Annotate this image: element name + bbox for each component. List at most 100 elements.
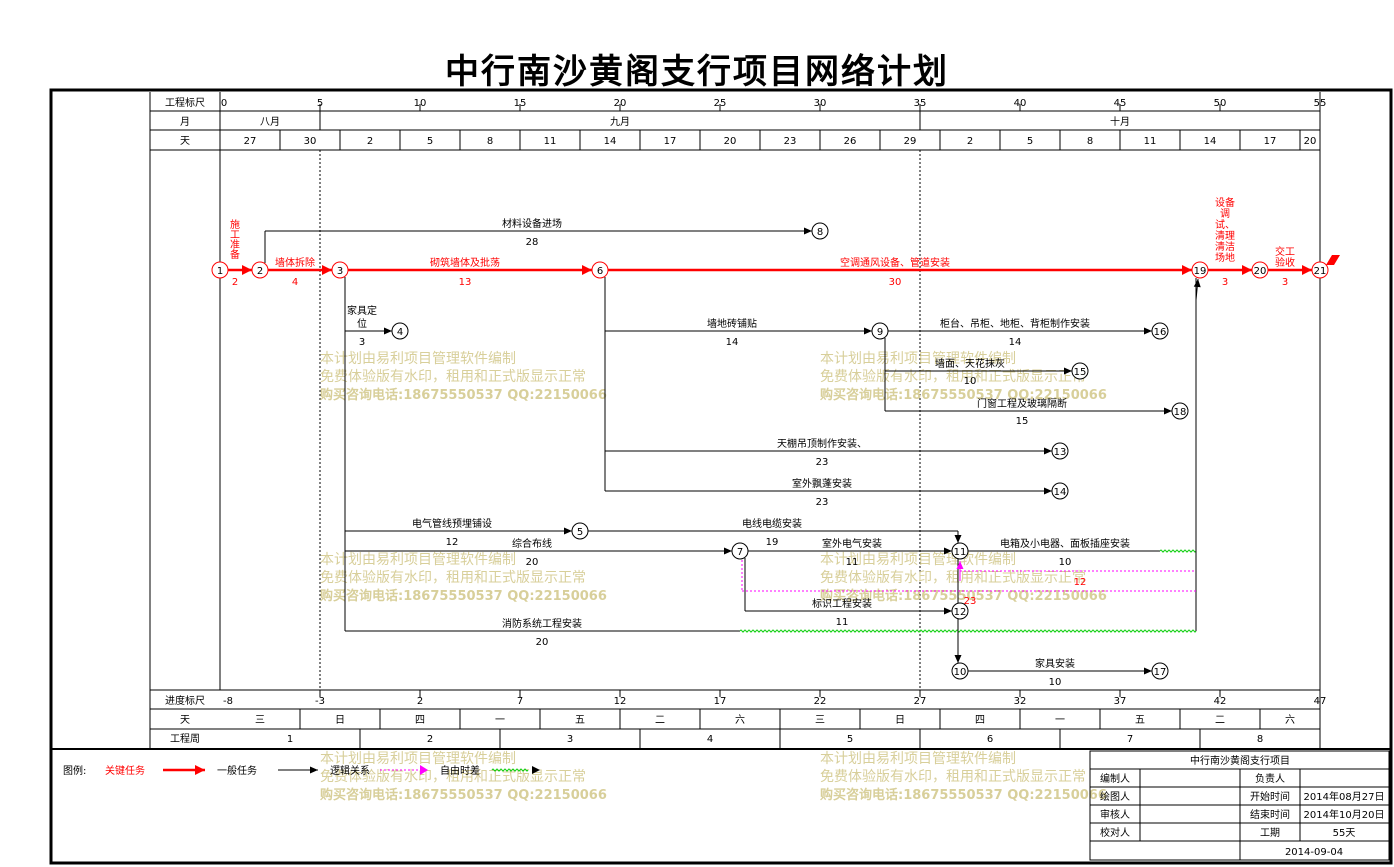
- weekday-cell: 日: [895, 715, 905, 726]
- progress-tick: 47: [1314, 696, 1327, 707]
- node-number: 19: [1194, 266, 1207, 277]
- weekday-cell: 日: [335, 715, 345, 726]
- scale-tick: 15: [514, 98, 527, 109]
- watermark-line: 购买咨询电话:18675550537 QQ:22150066: [320, 387, 607, 403]
- scale-tick: 25: [714, 98, 727, 109]
- node-9: 9: [871, 322, 889, 340]
- watermark-line: 购买咨询电话:18675550537 QQ:22150066: [320, 588, 607, 604]
- start-value: 2014年08月27日: [1304, 790, 1385, 803]
- month-cell: 八月: [260, 116, 280, 128]
- progress-tick: 17: [714, 696, 727, 707]
- node-circle: [951, 662, 969, 680]
- node-circle: [1051, 442, 1069, 460]
- node-circle: [731, 542, 749, 560]
- task-label: 位: [357, 317, 367, 330]
- task-duration: 28: [526, 237, 539, 248]
- end-value: 2014年10月20日: [1304, 808, 1385, 821]
- watermark-line: 购买咨询电话:18675550537 QQ:22150066: [820, 588, 1107, 604]
- task-duration: 11: [846, 557, 859, 568]
- node-18: 18: [1171, 402, 1189, 420]
- node-circle: [1071, 362, 1089, 380]
- normal-task-arrow-head: [1144, 667, 1152, 675]
- progress-tick: 27: [914, 696, 927, 707]
- free-float-wave: [739, 629, 1197, 633]
- task-duration: 11: [836, 617, 849, 628]
- day-cell: 2: [967, 136, 973, 147]
- progress-tick: 42: [1214, 696, 1227, 707]
- scale-tick: 30: [814, 98, 827, 109]
- node-number: 17: [1154, 667, 1167, 678]
- legend-critical-label: 关键任务: [105, 764, 145, 777]
- checker-label: 校对人: [1100, 826, 1130, 839]
- node-16: 16: [1151, 322, 1169, 340]
- node-number: 7: [737, 547, 743, 558]
- drawer-label: 绘图人: [1100, 790, 1130, 803]
- task-duration: 12: [446, 537, 459, 548]
- watermark-line: 本计划由易利项目管理软件编制: [820, 552, 1016, 568]
- legend-free-label: 自由时差: [440, 764, 480, 777]
- task-label-critical-line: 设备: [1215, 196, 1235, 209]
- weekday-cell: 四: [975, 715, 985, 726]
- scale-tick: 20: [614, 98, 627, 109]
- task-label: 室外飘蓬安装: [792, 477, 852, 490]
- watermark-line: 免费体验版有水印，租用和正式版显示正常: [820, 369, 1086, 385]
- weekday-cell: 三: [815, 715, 825, 726]
- node-circle: [811, 222, 829, 240]
- day-cell: 30: [304, 136, 317, 147]
- task-label-critical-line: 验收: [1275, 256, 1295, 269]
- legend-label: 图例:: [63, 764, 86, 777]
- weekday-cell: 一: [495, 715, 505, 726]
- day-cell: 8: [1087, 136, 1093, 147]
- end-flag: [1326, 255, 1340, 265]
- task-duration: 19: [766, 537, 779, 548]
- progress-tick: 37: [1114, 696, 1127, 707]
- progress-tick: 7: [517, 696, 523, 707]
- scale-tick: 0: [221, 98, 227, 109]
- task-label: 墙地砖铺贴: [707, 317, 757, 330]
- day-cell: 5: [427, 136, 433, 147]
- dummy-arrow-head: [956, 561, 964, 569]
- normal-task-arrow-head: [724, 547, 732, 555]
- task-label-critical-char: 准: [230, 239, 240, 251]
- progress-tick: -3: [315, 696, 325, 707]
- weekday-cell: 五: [1135, 715, 1145, 726]
- week-cell: 4: [707, 734, 713, 745]
- node-number: 3: [337, 266, 343, 277]
- free-float-wave: [1159, 549, 1197, 553]
- duration-value: 55天: [1333, 828, 1356, 839]
- task-label-critical: 墙体拆除: [275, 256, 315, 269]
- node-8: 8: [811, 222, 829, 240]
- task-label-critical-char: 备: [230, 248, 240, 261]
- node-circle: [1251, 261, 1269, 279]
- week-label: 工程周: [170, 733, 200, 745]
- task-duration: 14: [1009, 337, 1022, 348]
- task-duration: 10: [1059, 557, 1072, 568]
- progress-tick: -8: [223, 696, 233, 707]
- weekday-cell: 四: [415, 715, 425, 726]
- node-circle: [1311, 261, 1329, 279]
- task-duration-critical: 13: [459, 277, 472, 288]
- editor-label: 编制人: [1100, 772, 1130, 785]
- node-number: 13: [1054, 447, 1067, 458]
- task-duration: 10: [1049, 677, 1062, 688]
- task-label: 门窗工程及玻璃隔断: [977, 397, 1067, 410]
- legend-logic-head: [420, 765, 428, 775]
- week-cell: 1: [287, 734, 293, 745]
- task-label: 天棚吊顶制作安装、: [777, 437, 867, 450]
- task-label: 家具定: [347, 304, 377, 317]
- task-label: 电气管线预埋铺设: [412, 517, 492, 530]
- node-circle: [1171, 402, 1189, 420]
- watermark: 本计划由易利项目管理软件编制免费体验版有水印，租用和正式版显示正常购买咨询电话:…: [320, 751, 607, 803]
- task-label: 标识工程安装: [812, 597, 872, 610]
- node-number: 8: [817, 227, 823, 238]
- node-7: 7: [731, 542, 749, 560]
- weekday-cell: 六: [1285, 714, 1295, 726]
- node-17: 17: [1151, 662, 1169, 680]
- scale-tick: 45: [1114, 98, 1127, 109]
- weekday-cell: 三: [255, 715, 265, 726]
- node-circle: [211, 261, 229, 279]
- scale-tick: 5: [317, 98, 323, 109]
- node-number: 11: [954, 547, 967, 558]
